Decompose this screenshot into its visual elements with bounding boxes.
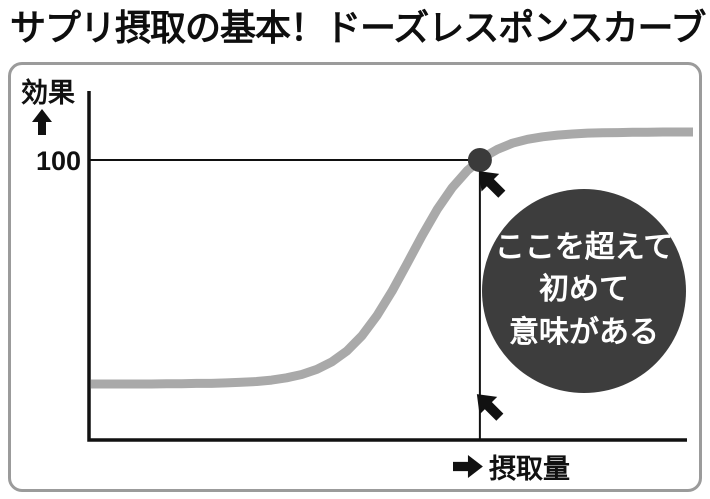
y-axis-label: 効果: [21, 77, 75, 108]
dose-response-curve: [91, 127, 693, 389]
x-axis-label: 摂取量: [489, 454, 570, 484]
dose-response-chart: 効果 100 ここを超えて 初めて 意味がある: [21, 77, 693, 484]
threshold-point: [467, 148, 492, 172]
right-arrow-icon: [453, 455, 483, 478]
pointer-arrow-upper-icon: [478, 171, 506, 198]
axes: [87, 91, 687, 442]
page-title: サプリ摂取の基本！ドーズレスポンスカーブ: [10, 7, 706, 48]
annotation-line-2: 初めて: [539, 273, 629, 306]
ytick-100: 100: [36, 146, 81, 176]
pointer-arrow-lower-icon: [476, 394, 504, 421]
annotation-circle: [482, 189, 686, 393]
annotation-line-3: 意味がある: [509, 315, 659, 349]
annotation-line-1: ここを超えて: [495, 231, 674, 264]
up-arrow-icon: [32, 109, 52, 135]
chart-panel: 効果 100 ここを超えて 初めて 意味がある: [8, 62, 702, 492]
